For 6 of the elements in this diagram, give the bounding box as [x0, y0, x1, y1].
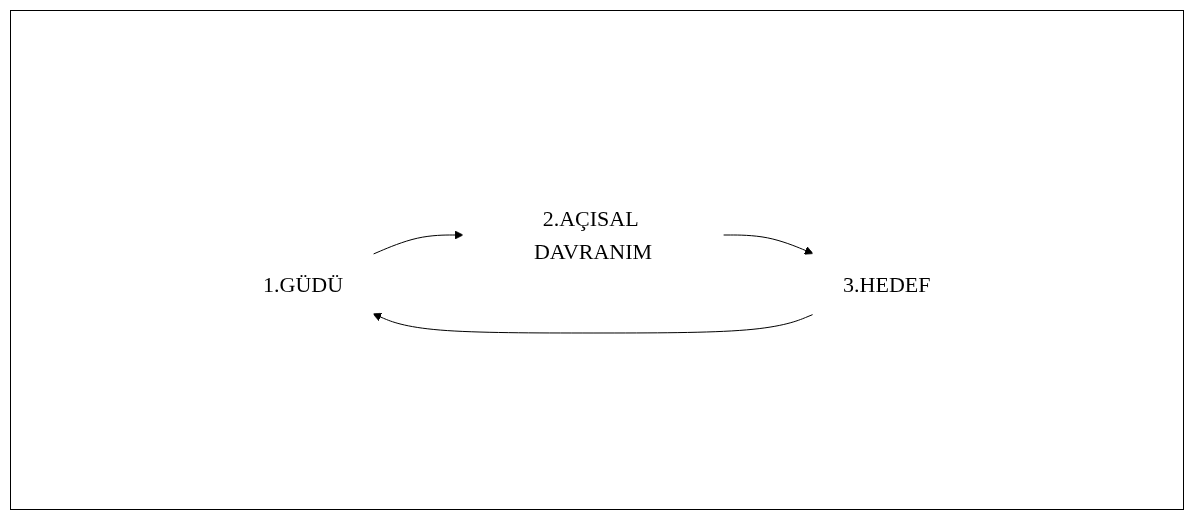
node-text: 2.AÇISAL DAVRANIM — [534, 206, 653, 264]
arrow — [372, 312, 814, 334]
arrow — [372, 230, 464, 255]
node-text: 1.GÜDÜ — [263, 271, 344, 297]
node-text: 3.HEDEF — [843, 271, 931, 297]
arrow — [722, 234, 814, 255]
